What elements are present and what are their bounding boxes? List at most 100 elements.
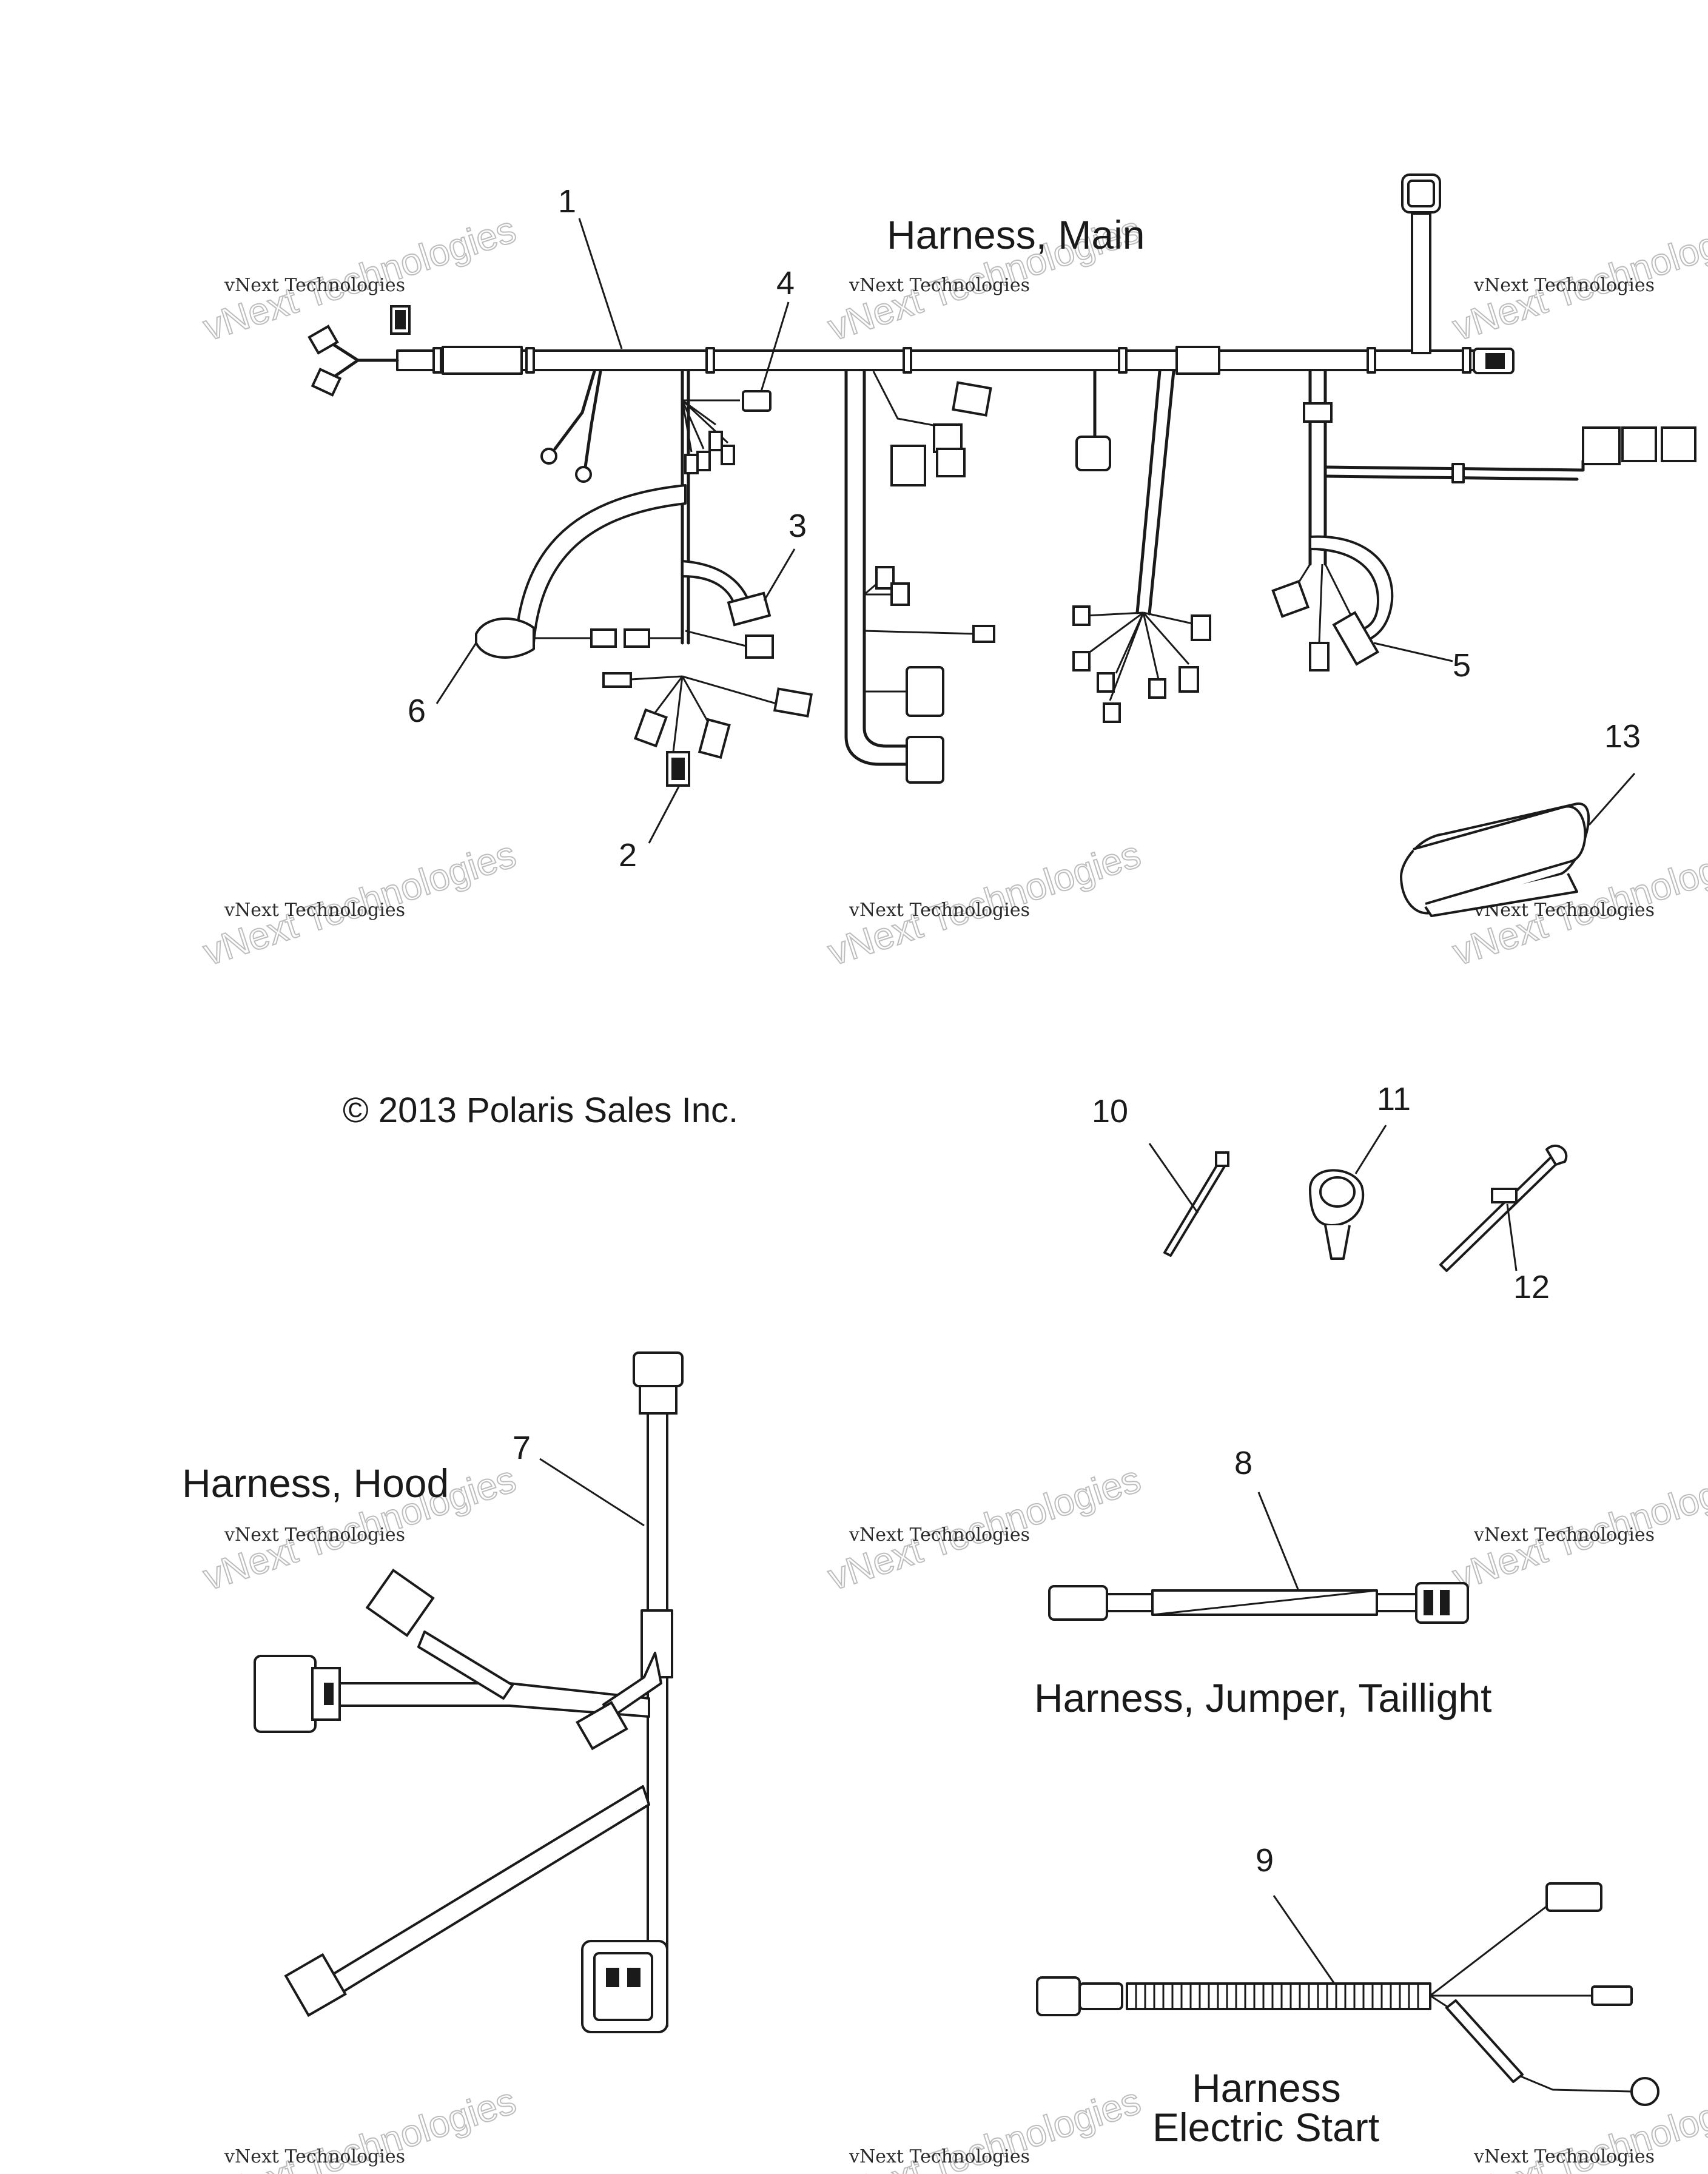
svg-text:vNext Technologies: vNext Technologies — [224, 1524, 405, 1546]
clamp-11-icon — [1309, 1125, 1387, 1260]
wire — [685, 630, 747, 647]
connector-icon — [1075, 436, 1111, 471]
hood-harness — [254, 1351, 684, 2033]
trunk-sleeve — [442, 346, 523, 375]
wire — [872, 371, 947, 429]
svg-text:vNext Technologies: vNext Technologies — [224, 900, 405, 921]
main-harness — [308, 173, 1696, 917]
connector-icon — [875, 566, 995, 643]
callout-13: 13 — [1604, 718, 1641, 755]
wire-segment — [1376, 1593, 1417, 1612]
svg-text:vNext Technologies: vNext Technologies — [224, 2146, 405, 2167]
leader-lines — [435, 218, 1636, 844]
main-trunk — [396, 349, 1475, 371]
wire — [1323, 474, 1579, 481]
connector-icon — [1072, 605, 1211, 723]
callout-8: 8 — [1234, 1445, 1252, 1481]
ring-terminal-icon — [575, 466, 592, 483]
svg-text:vNext Technologies: vNext Technologies — [849, 275, 1030, 296]
fan-wires — [1085, 611, 1199, 701]
callout-9: 9 — [1256, 1842, 1274, 1879]
watermark: vNext Technologies vNext Technologies — [822, 2079, 1146, 2174]
callout-2: 2 — [619, 837, 637, 873]
connector-icon — [284, 1953, 348, 2018]
clip-icon — [1451, 463, 1465, 483]
es-sleeve — [1445, 1999, 1524, 2083]
connector-icon — [684, 390, 772, 474]
hood-bottom-connector-icon — [581, 1940, 668, 2033]
watermark: vNext Technologies vNext Technologies — [822, 833, 1146, 974]
curved-sleeve — [514, 484, 687, 644]
ground-wire — [553, 369, 596, 451]
svg-text:vNext Technologies: vNext Technologies — [1473, 2146, 1655, 2167]
svg-text:vNext Technologies: vNext Technologies — [849, 2146, 1030, 2167]
svg-text:vNext Technologies: vNext Technologies — [849, 1524, 1030, 1546]
connector-icon — [590, 628, 650, 648]
watermark: vNext Technologies vNext Technologies — [822, 1458, 1146, 1599]
connector-icon — [727, 591, 772, 627]
title-hood: Harness, Hood — [182, 1461, 449, 1506]
connector-icon — [602, 672, 813, 787]
top-branch — [1411, 212, 1431, 354]
wire-segment — [1106, 1593, 1154, 1612]
diagonal-branch — [1135, 369, 1162, 614]
trunk-clips — [432, 347, 1471, 374]
watermark: vNext Technologies vNext Technologies — [1447, 2079, 1708, 2174]
connector-icon — [1415, 1582, 1469, 1624]
connector-icon — [1582, 426, 1696, 465]
title-electric-start: Harness — [1192, 2065, 1341, 2110]
callout-10: 10 — [1092, 1093, 1128, 1129]
diagonal-branch — [1148, 369, 1175, 616]
drop-branch — [844, 369, 912, 766]
svg-text:vNext Technologies: vNext Technologies — [1473, 1524, 1655, 1546]
connector-icon — [745, 634, 774, 659]
svg-text:vNext Technologies: vNext Technologies — [849, 900, 1030, 921]
callout-1: 1 — [558, 183, 576, 220]
boot-icon — [475, 617, 535, 659]
connector-icon — [576, 1701, 628, 1751]
connector-icon — [906, 666, 944, 784]
callout-7: 7 — [513, 1430, 531, 1466]
ring-terminal-icon — [1630, 2077, 1659, 2106]
callout-6: 6 — [408, 693, 426, 729]
drop-branch — [862, 369, 912, 748]
connector-icon — [1078, 1982, 1123, 2010]
hood-top-connector-icon — [633, 1351, 684, 1415]
callout-5: 5 — [1453, 647, 1471, 684]
convoluted-sleeve — [1126, 1982, 1431, 2010]
clip-icon — [1303, 402, 1333, 423]
svg-text:vNext Technologies: vNext Technologies — [1473, 275, 1655, 296]
connector-icon — [890, 381, 992, 486]
round-connector-icon — [1401, 173, 1441, 214]
title-main: Harness, Main — [887, 212, 1145, 257]
ground-wire — [583, 369, 602, 469]
sleeve-line — [1152, 1589, 1377, 1616]
svg-text:vNext Technologies: vNext Technologies — [224, 275, 405, 296]
watermark-group: vNext Technologies vNext Technologies vN… — [198, 208, 1708, 2174]
left-branch-wire — [329, 341, 399, 362]
ring-terminal-icon — [540, 448, 557, 465]
callout-12: 12 — [1513, 1269, 1550, 1305]
title-jumper: Harness, Jumper, Taillight — [1034, 1675, 1491, 1720]
watermark: vNext Technologies vNext Technologies — [1447, 208, 1708, 349]
callout-11: 11 — [1377, 1081, 1411, 1117]
watermark: vNext Technologies vNext Technologies — [198, 208, 522, 349]
watermark: vNext Technologies vNext Technologies — [198, 2079, 522, 2174]
hood-trunk — [647, 1412, 668, 2027]
connector-icon — [1271, 579, 1380, 671]
copyright-notice: © 2013 Polaris Sales Inc. — [343, 1091, 738, 1130]
connector-icon — [1473, 348, 1515, 374]
electric-start-harness — [1036, 1882, 1659, 2106]
title-electric-start-2: Electric Start — [1152, 2105, 1379, 2150]
connector-icon — [254, 1568, 435, 1733]
watermark: vNext Technologies vNext Technologies — [1447, 1458, 1708, 1599]
sleeve-ribs — [1135, 1984, 1419, 2009]
tie-10-icon — [1148, 1143, 1229, 1257]
connector-icon — [1036, 1976, 1081, 2016]
trunk-sleeve — [1175, 346, 1220, 375]
sleeve-13-icon — [1400, 802, 1590, 917]
connector-icon — [1048, 1585, 1108, 1621]
callout-4: 4 — [776, 265, 795, 301]
callout-3: 3 — [788, 508, 807, 544]
